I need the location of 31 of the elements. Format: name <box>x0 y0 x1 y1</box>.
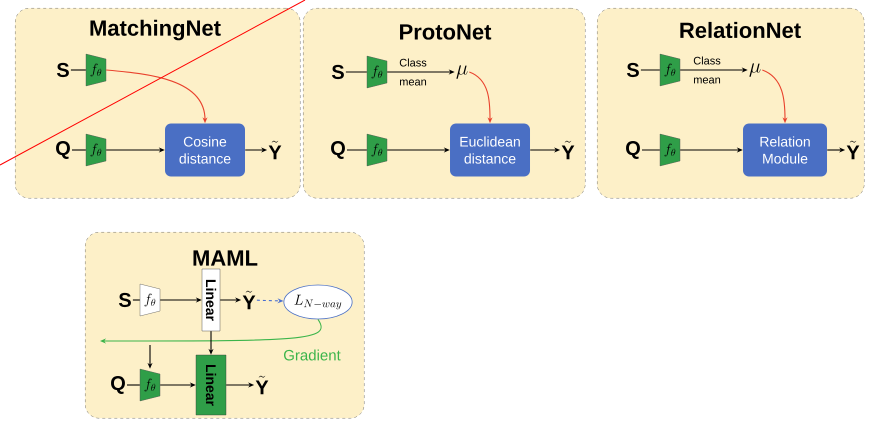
encoder-trapezoid: $f_\theta$ <box>86 134 106 166</box>
symbol: $\mu$ <box>749 63 760 77</box>
symbol: $\mathbf{Q}$ <box>331 141 345 159</box>
symbol: $\tilde{\mathbf{Y}}$ <box>562 140 574 160</box>
symbol: $\tilde{\mathbf{Y}}$ <box>268 140 282 160</box>
encoder-trapezoid: $f_\theta$ <box>86 54 106 86</box>
symbol: $\tilde{\mathbf{Y}}$ <box>846 140 860 160</box>
linear-layer-box: Linear <box>196 354 226 416</box>
symbol: $\tilde{\mathbf{Y}}$ <box>256 376 268 394</box>
symbol: $\tilde{\mathbf{Y}}$ <box>242 290 256 310</box>
linear-layer-box: Linear <box>202 268 220 332</box>
symbol: $\mathbf{Q}$ <box>56 141 70 159</box>
symbol: $\mathbf{Q}$ <box>111 376 125 394</box>
encoder-trapezoid: $f_\theta$ <box>140 284 160 316</box>
symbol: $\mathbf{S}$ <box>626 62 639 78</box>
symbol: $\mu$ <box>456 65 468 79</box>
symbol: $\mathbf{S}$ <box>332 64 344 80</box>
encoder-trapezoid: $f_\theta$ <box>660 54 680 86</box>
encoder-trapezoid: $f_\theta$ <box>366 134 388 166</box>
edge-label: Class mean <box>694 56 720 84</box>
symbol: $\mathbf{S}$ <box>56 62 69 78</box>
edge-label: Class mean <box>400 58 426 86</box>
encoder-trapezoid: $f_\theta$ <box>140 368 160 402</box>
module-box: Relation Module <box>743 124 828 176</box>
symbol: $\mathbf{Q}$ <box>626 141 640 159</box>
encoder-trapezoid: $f_\theta$ <box>366 56 388 88</box>
module-box: Cosine distance <box>165 124 245 176</box>
edge-label: Gradient <box>284 350 341 360</box>
encoder-trapezoid: $f_\theta$ <box>660 134 680 166</box>
symbol: $\mathbf{S}$ <box>118 292 131 308</box>
module-box: Euclidean distance <box>450 124 530 176</box>
